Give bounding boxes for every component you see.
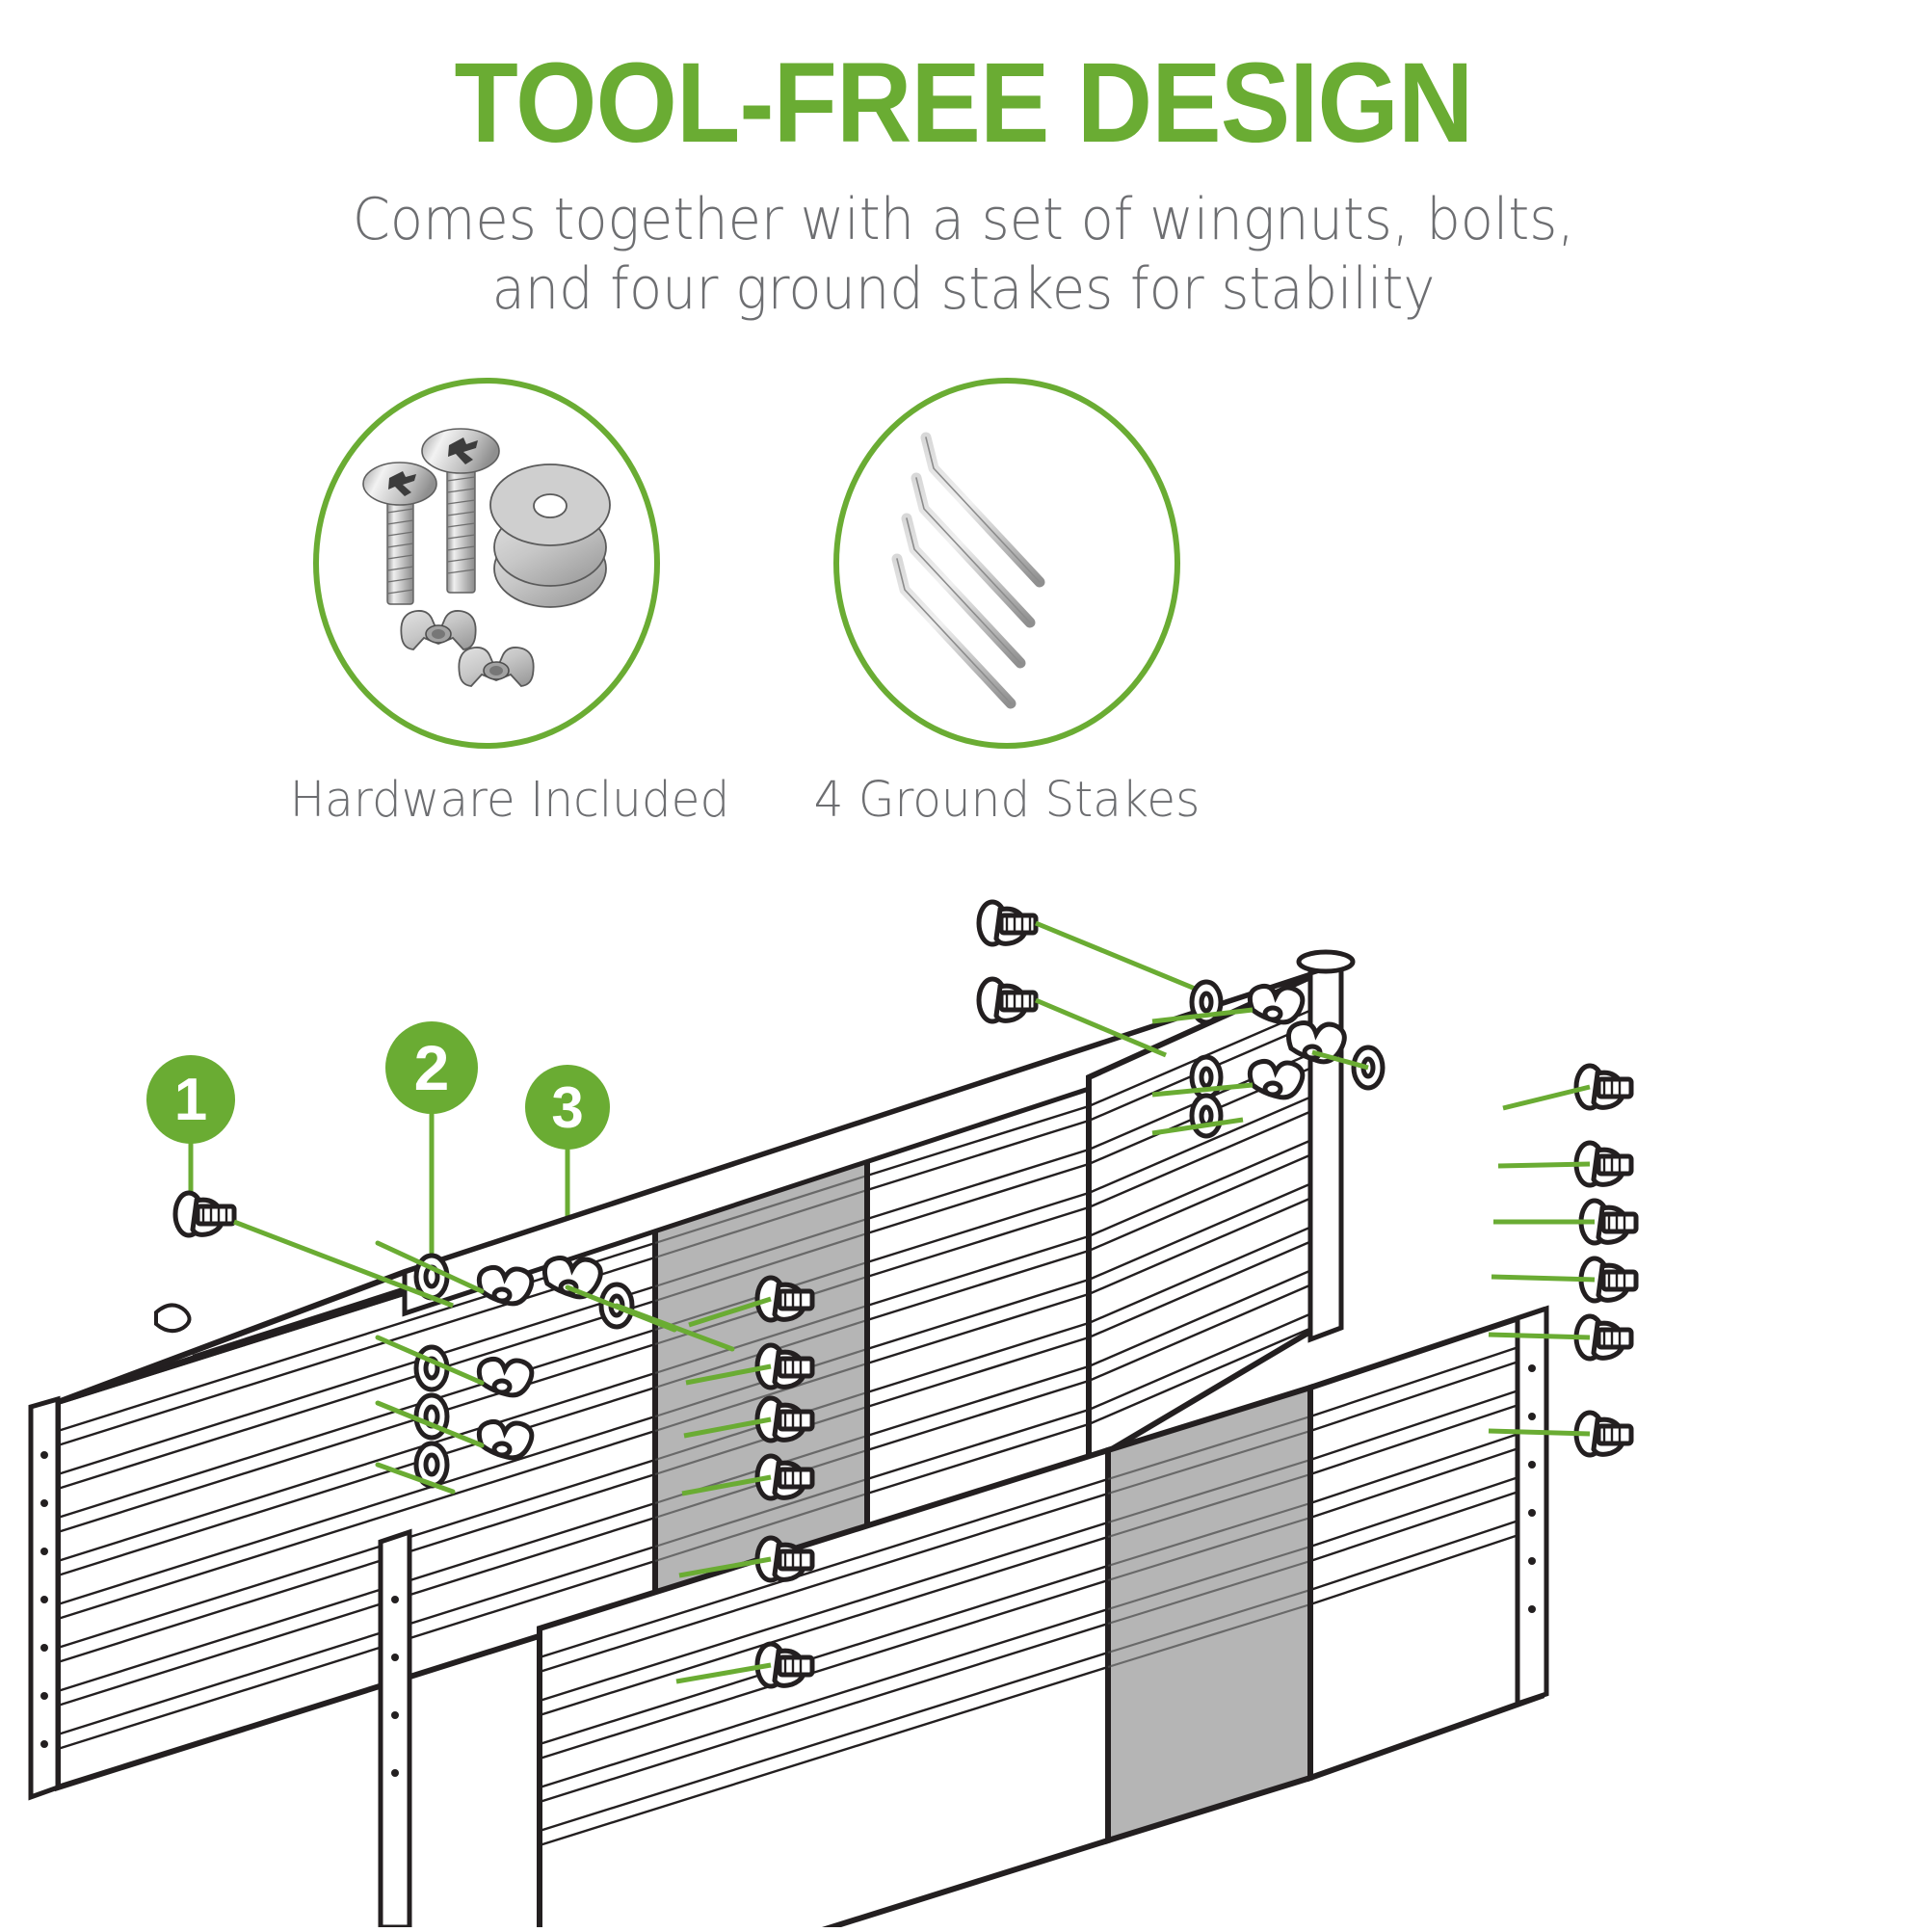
- right-bolt-leaders: [1488, 1084, 1596, 1437]
- wingnut-part: [476, 1265, 535, 1461]
- callout-badge-2: 2: [385, 1021, 478, 1114]
- bed-front-panel-shaded-2: [1105, 1383, 1313, 1845]
- hardware-circle: [313, 378, 660, 749]
- upper-bolt-leaders: [1035, 920, 1205, 1058]
- feature-ground-stakes: 4 Ground Stakes: [800, 378, 1214, 829]
- subtitle-line-2: and four ground stakes for stability: [491, 255, 1436, 323]
- hardware-connector-lines: [375, 1240, 735, 1495]
- corner-post-middle: [378, 1528, 412, 1930]
- bolts-upper-right: [976, 899, 1039, 1024]
- subtitle-line-1: Comes together with a set of wingnuts, b…: [352, 186, 1575, 253]
- garden-bed-line-drawing: [28, 899, 1639, 1932]
- bolts-washers-wingnuts-icon: [362, 428, 611, 687]
- page-subtitle: Comes together with a set of wingnuts, b…: [67, 160, 1860, 324]
- bed-lower-right-panel: [1307, 1306, 1544, 1783]
- back-hardware-leaders: [1151, 1007, 1369, 1136]
- bolts-bottom-column: [754, 1275, 815, 1689]
- green-ring: [833, 378, 1180, 749]
- washer-part: [413, 1253, 450, 1489]
- ground-stakes-icon: [891, 432, 1045, 709]
- bolts-right-column: [1573, 1063, 1639, 1458]
- corner-post-right: [1515, 1305, 1549, 1707]
- bolt-short-icon: [362, 462, 437, 605]
- feature-label-hardware: Hardware Included: [289, 772, 730, 829]
- bottom-bolt-leaders: [675, 1296, 772, 1684]
- callout-badge-1: 1: [146, 1055, 235, 1144]
- bolt-1-leader: [233, 1219, 454, 1309]
- corner-post-left: [28, 1395, 61, 1801]
- page-title: TOOL-FREE DESIGN: [454, 40, 1474, 167]
- green-ring: [313, 378, 660, 749]
- hardware-seam-back: [1189, 979, 1386, 1139]
- assembly-illustration: 1 2 3: [0, 867, 1927, 1932]
- wingnuts-icon: [400, 610, 535, 687]
- callout-badge-3: 3: [525, 1065, 610, 1150]
- feature-icons-row: Hardware Included: [0, 378, 1927, 879]
- bolt-callout-1: [172, 1190, 237, 1238]
- stakes-circle: [833, 378, 1180, 749]
- feature-hardware-included: Hardware Included: [279, 378, 730, 829]
- bed-front-panel-lower-right: [537, 1445, 1111, 1932]
- rim-tab-detail: [154, 1303, 192, 1334]
- header: TOOL-FREE DESIGN Comes together with a s…: [0, 0, 1927, 324]
- bolt-long-icon: [421, 428, 500, 594]
- feature-label-stakes: 4 Ground Stakes: [813, 772, 1201, 829]
- washers-icon: [489, 463, 611, 608]
